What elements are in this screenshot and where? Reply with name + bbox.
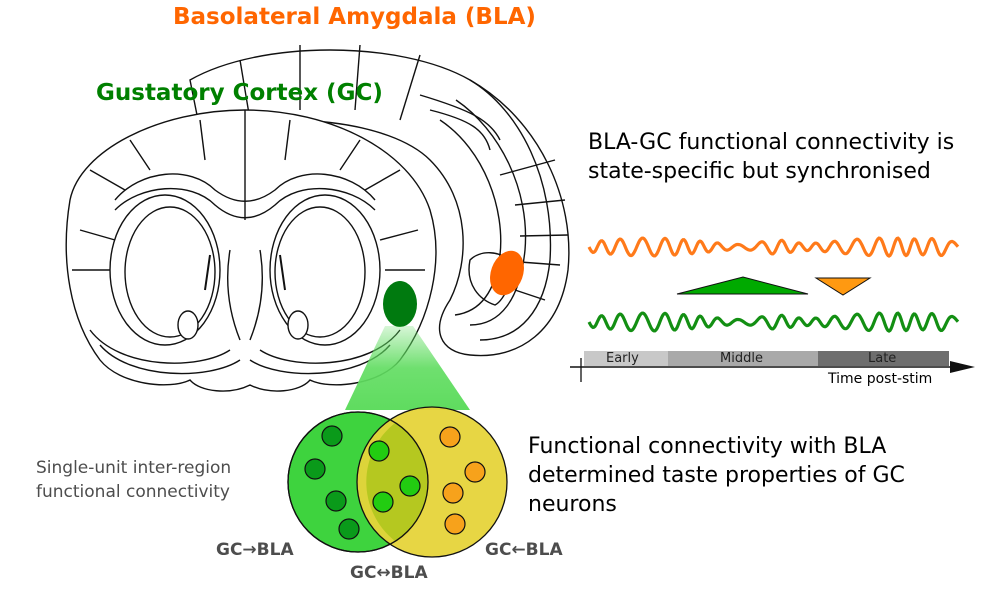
venn-label-bidirectional: GC↔BLA xyxy=(350,563,428,583)
neuron-bla-to-gc xyxy=(439,426,461,448)
brain-section-front xyxy=(65,109,437,392)
single-unit-annotation: Single-unit inter-region functional conn… xyxy=(36,458,232,502)
neuron-gc-to-bla xyxy=(321,425,343,447)
neuron-bla-to-gc xyxy=(464,461,486,483)
venn-label-gc-to-bla: GC→BLA xyxy=(216,540,294,560)
gc-oscillation-trace xyxy=(587,311,960,333)
neuron-gc-to-bla xyxy=(338,518,360,540)
bla-title: Basolateral Amygdala (BLA) xyxy=(173,4,536,30)
epoch-early-bar xyxy=(584,351,668,366)
neuron-bidirectional xyxy=(368,440,390,462)
neuron-bla-to-gc xyxy=(444,513,466,535)
sync-event-orange-down xyxy=(814,277,872,296)
epoch-early-label: Early xyxy=(606,351,639,366)
sync-annotation: BLA-GC functional connectivity is state-… xyxy=(588,130,955,184)
neuron-bidirectional xyxy=(399,475,421,497)
venn-diagram xyxy=(287,406,508,558)
epoch-middle-bar xyxy=(668,351,818,366)
epoch-late-bar xyxy=(818,351,949,366)
bla-region-marker xyxy=(490,250,524,296)
sync-event-green-up xyxy=(676,276,809,295)
zoom-cone xyxy=(345,326,470,410)
bla-oscillation-trace xyxy=(587,236,960,258)
neuron-gc-to-bla xyxy=(325,490,347,512)
gc-title: Gustatory Cortex (GC) xyxy=(96,80,383,106)
time-axis-label: Time post-stim xyxy=(828,371,933,387)
venn-label-bla-to-gc: GC←BLA xyxy=(485,540,563,560)
neuron-bidirectional xyxy=(372,491,394,513)
neuron-bla-to-gc xyxy=(442,482,464,504)
taste-annotation: Functional connectivity with BLA determi… xyxy=(528,434,905,517)
time-axis-arrowhead xyxy=(950,361,975,373)
epoch-middle-label: Middle xyxy=(720,351,763,366)
neuron-gc-to-bla xyxy=(304,458,326,480)
epoch-late-label: Late xyxy=(868,351,897,366)
gc-region-marker xyxy=(383,281,417,327)
